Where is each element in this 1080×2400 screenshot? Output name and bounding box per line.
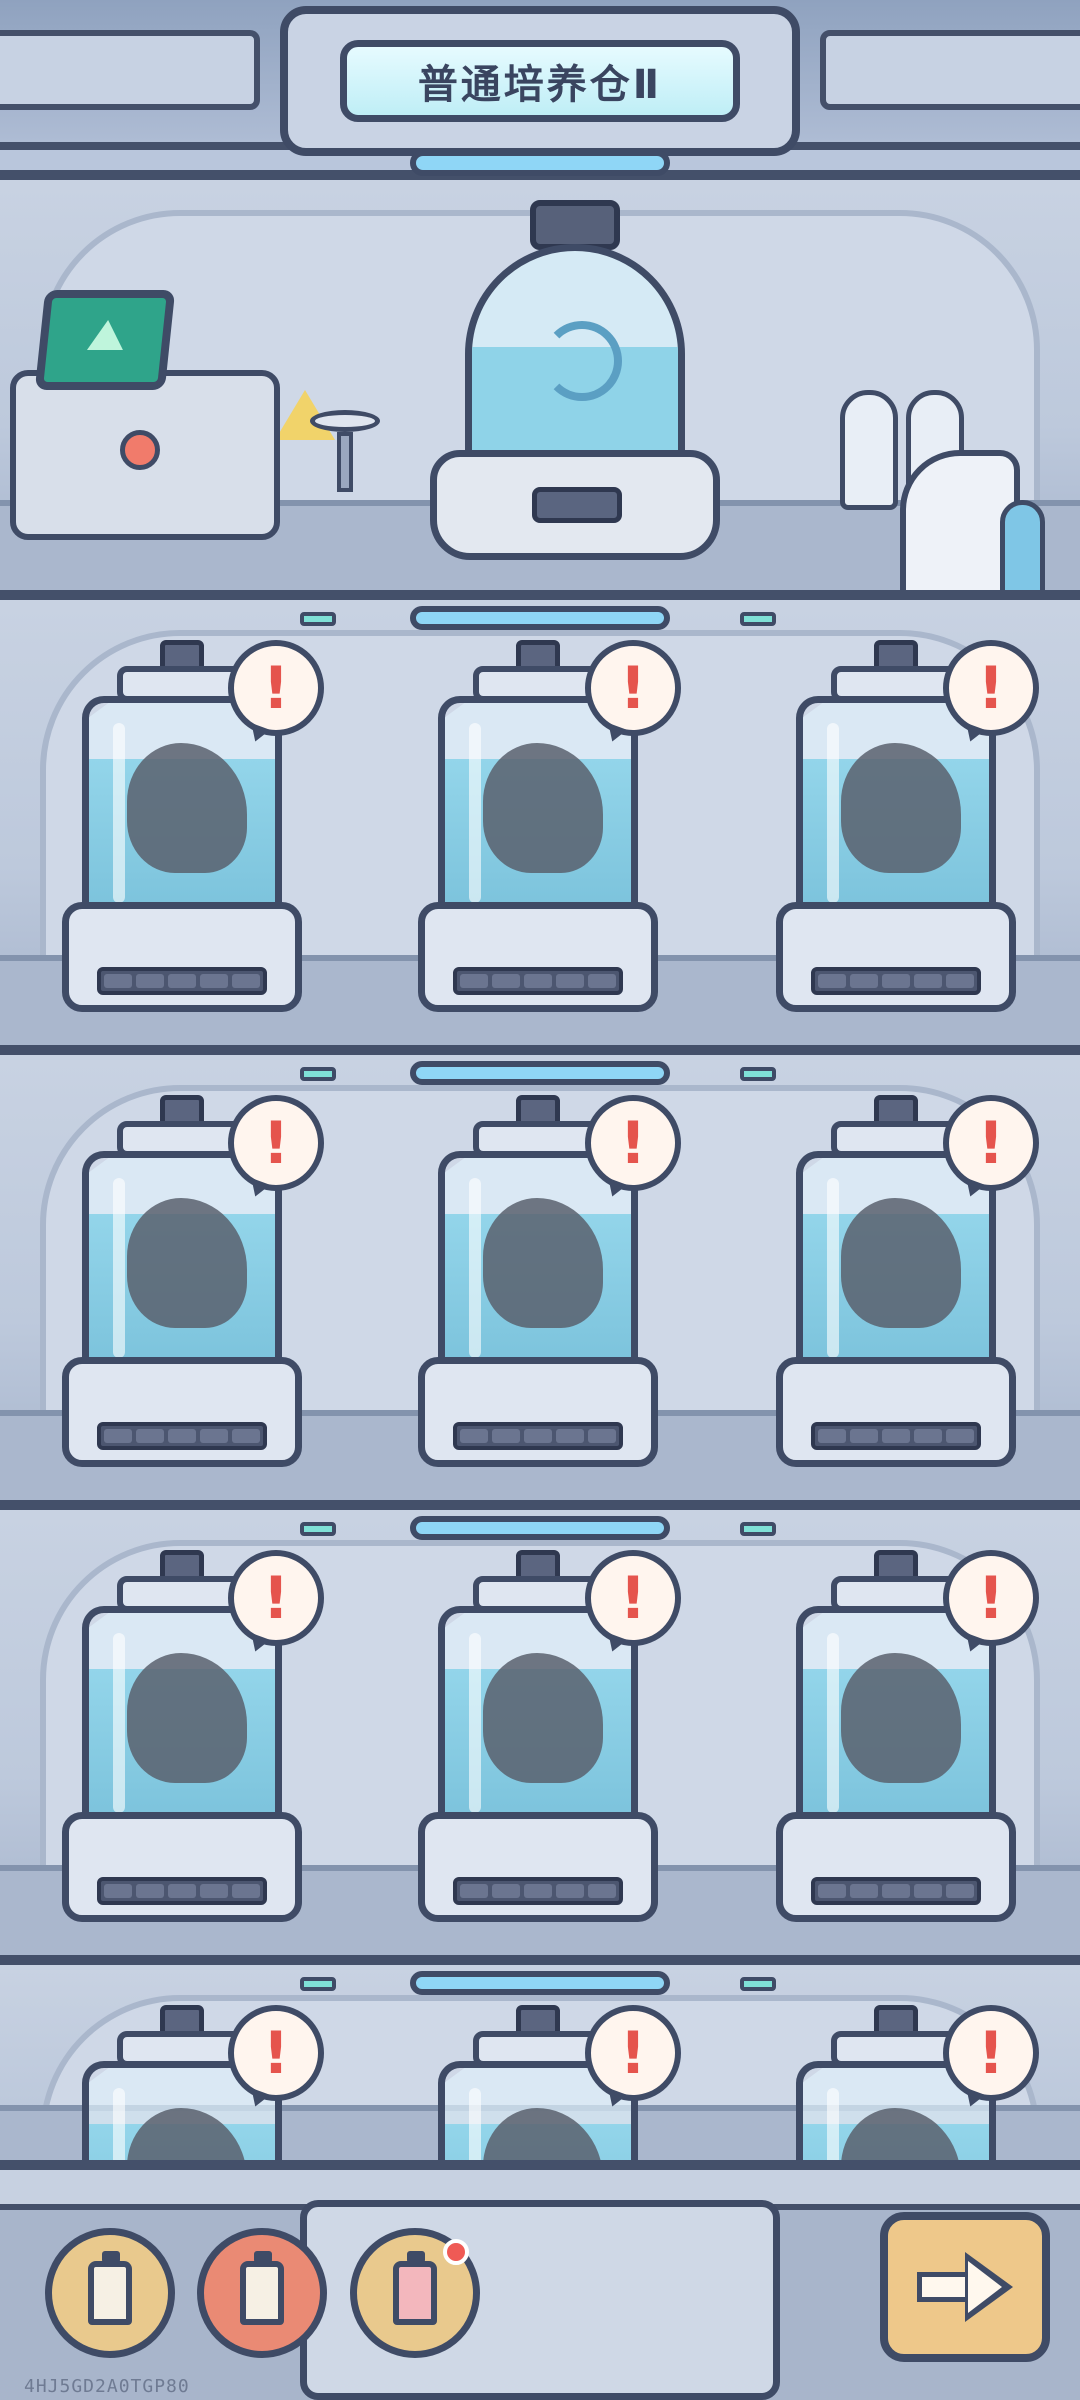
- tank-base: [418, 1812, 658, 1922]
- indicator-light: [300, 612, 336, 626]
- tank-glass: [438, 696, 638, 916]
- culture-tank[interactable]: [418, 640, 658, 1020]
- indicator-light: [740, 1977, 776, 1991]
- lab-console: [10, 290, 280, 540]
- tank-base: [62, 1357, 302, 1467]
- tank-base: [418, 1357, 658, 1467]
- incubator-dome: [465, 244, 685, 464]
- creature-silhouette-icon: [483, 1653, 603, 1783]
- progress-slots: [811, 967, 981, 995]
- alert-bubble-icon[interactable]: !: [943, 640, 1039, 736]
- creature-silhouette-icon: [127, 1653, 247, 1783]
- progress-slots: [97, 1422, 267, 1450]
- creature-silhouette-icon: [483, 743, 603, 873]
- lab-stool: [310, 410, 380, 500]
- stop-icon: [120, 430, 160, 470]
- indicator-light: [300, 1067, 336, 1081]
- culture-tank[interactable]: [418, 1550, 658, 1930]
- indicator-light: [740, 1067, 776, 1081]
- main-incubator[interactable]: [430, 200, 720, 560]
- progress-slots: [453, 1877, 623, 1905]
- culture-tank[interactable]: [62, 1095, 302, 1475]
- console-screen: [34, 290, 176, 390]
- alert-bubble-icon[interactable]: !: [585, 640, 681, 736]
- tank-base: [62, 1812, 302, 1922]
- tank-room: !!!: [0, 1955, 1080, 2377]
- ceiling-lamp: [410, 1516, 670, 1540]
- incubator-display: [532, 487, 622, 523]
- alert-bubble-icon[interactable]: !: [943, 1550, 1039, 1646]
- tank-base: [776, 902, 1016, 1012]
- incubator-cap: [530, 200, 620, 250]
- page-title: 普通培养仓Ⅱ: [340, 40, 740, 122]
- creature-silhouette-icon: [483, 1198, 603, 1328]
- next-button[interactable]: [880, 2212, 1050, 2362]
- culture-tank[interactable]: [62, 1550, 302, 1930]
- creature-silhouette-icon: [127, 743, 247, 873]
- right-rail: [820, 30, 1080, 110]
- tank-room: !!!: [0, 1045, 1080, 1500]
- ceiling-lamp: [410, 1971, 670, 1995]
- tank-pink-icon: [393, 2251, 437, 2325]
- embryo-icon: [542, 321, 622, 401]
- creature-silhouette-icon: [127, 1198, 247, 1328]
- indicator-light: [740, 612, 776, 626]
- ceiling-lamp: [410, 1061, 670, 1085]
- notification-dot: [443, 2239, 469, 2265]
- tank-glass: [82, 1606, 282, 1826]
- alert-bubble-icon[interactable]: !: [943, 1095, 1039, 1191]
- indicator-light: [300, 1522, 336, 1536]
- progress-slots: [97, 1877, 267, 1905]
- alert-bubble-icon[interactable]: !: [228, 2005, 324, 2101]
- progress-slots: [453, 1422, 623, 1450]
- alert-bubble-icon[interactable]: !: [228, 640, 324, 736]
- arrow-right-icon: [917, 2252, 1013, 2322]
- progress-slots: [453, 967, 623, 995]
- tank-gold-button[interactable]: [45, 2228, 175, 2358]
- alert-bubble-icon[interactable]: !: [228, 1550, 324, 1646]
- tank-room: !!!: [0, 1500, 1080, 1955]
- tank-base: [776, 1357, 1016, 1467]
- incubator-base: [430, 450, 720, 560]
- left-rail: [0, 30, 260, 110]
- tank-glass: [438, 1606, 638, 1826]
- creature-silhouette-icon: [841, 743, 961, 873]
- tank-red-button[interactable]: [197, 2228, 327, 2358]
- alert-bubble-icon[interactable]: !: [585, 2005, 681, 2101]
- alert-bubble-icon[interactable]: !: [943, 2005, 1039, 2101]
- triangle-icon: [86, 320, 127, 350]
- indicator-light: [740, 1522, 776, 1536]
- tank-pink-button[interactable]: [350, 2228, 480, 2358]
- alert-bubble-icon[interactable]: !: [228, 1095, 324, 1191]
- tank-gold-icon: [88, 2251, 132, 2325]
- alert-bubble-icon[interactable]: !: [585, 1095, 681, 1191]
- creature-silhouette-icon: [841, 1198, 961, 1328]
- progress-slots: [97, 967, 267, 995]
- ceiling-lamp: [410, 606, 670, 630]
- tank-base: [62, 902, 302, 1012]
- progress-slots: [811, 1877, 981, 1905]
- device-id: 4HJ5GD2A0TGP80: [24, 2376, 190, 2397]
- title-light: [410, 150, 670, 176]
- progress-slots: [811, 1422, 981, 1450]
- tank-room: !!!: [0, 590, 1080, 1045]
- alert-bubble-icon[interactable]: !: [585, 1550, 681, 1646]
- tank-red-icon: [240, 2251, 284, 2325]
- tank-base: [418, 902, 658, 1012]
- indicator-light: [300, 1977, 336, 1991]
- creature-silhouette-icon: [841, 1653, 961, 1783]
- tank-base: [776, 1812, 1016, 1922]
